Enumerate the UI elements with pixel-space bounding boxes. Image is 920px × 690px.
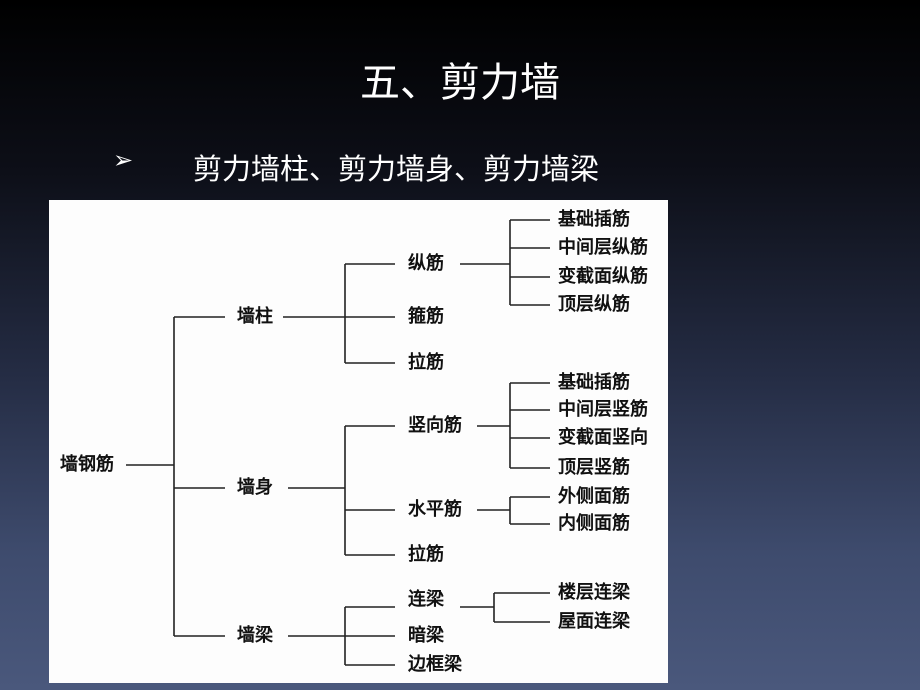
wall-beam-node: 墙梁	[237, 625, 273, 646]
stirrup-node: 箍筋	[408, 306, 444, 327]
frame-beam-node: 边框梁	[408, 654, 462, 675]
leaf-node: 顶层竖筋	[558, 457, 630, 478]
leaf-node: 内侧面筋	[558, 513, 630, 534]
arrow-bullet-icon: ➢	[113, 146, 134, 174]
tree-connectors	[126, 219, 550, 666]
hidden-beam-node: 暗梁	[408, 625, 444, 646]
slide-title: 五、剪力墙	[360, 60, 560, 106]
body-tie-node: 拉筋	[408, 544, 444, 565]
coupling-beam-node: 连梁	[408, 589, 444, 610]
leaf-node: 基础插筋	[558, 372, 630, 393]
bullet-text: 剪力墙柱、剪力墙身、剪力墙梁	[193, 152, 600, 186]
leaf-node: 外侧面筋	[558, 486, 630, 507]
leaf-node: 基础插筋	[558, 209, 630, 230]
column-tie-node: 拉筋	[408, 352, 444, 373]
leaf-node: 顶层纵筋	[558, 294, 630, 315]
vertical-bar-node: 竖向筋	[408, 415, 462, 436]
leaf-node: 变截面竖向	[558, 427, 648, 448]
leaf-node: 屋面连梁	[558, 611, 630, 632]
horizontal-bar-node: 水平筋	[408, 499, 462, 520]
leaf-node: 变截面纵筋	[558, 266, 648, 287]
wall-column-node: 墙柱	[237, 306, 273, 327]
root-node: 墙钢筋	[60, 454, 114, 475]
leaf-node: 楼层连梁	[558, 582, 630, 603]
leaf-node: 中间层竖筋	[558, 399, 648, 420]
rebar-tree-diagram: 墙钢筋 墙柱 纵筋 箍筋 拉筋 基础插筋 中间层纵筋 变截面纵筋 顶层纵筋 墙身…	[49, 200, 668, 683]
leaf-node: 中间层纵筋	[558, 237, 648, 258]
wall-body-node: 墙身	[237, 477, 273, 498]
longitudinal-node: 纵筋	[408, 253, 444, 274]
